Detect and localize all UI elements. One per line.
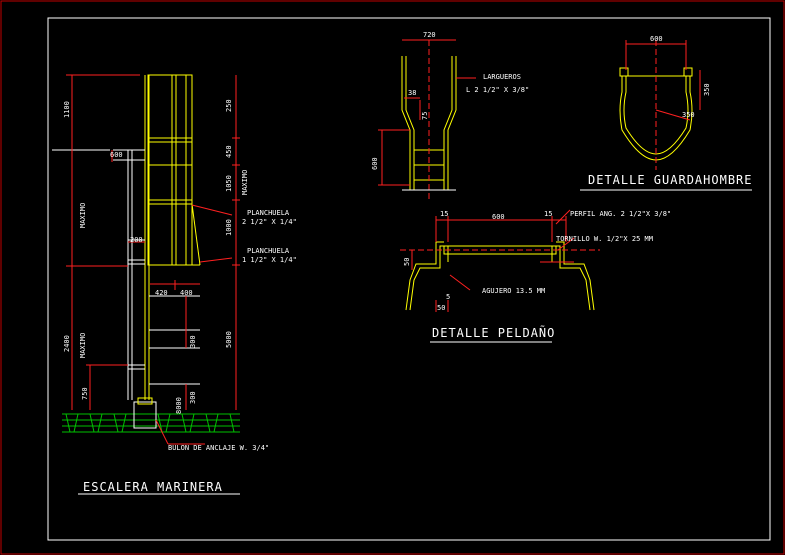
dim-300-upper: 300	[189, 335, 197, 348]
dim-420: 420	[155, 289, 168, 297]
dim-guard-350: 350	[703, 83, 711, 96]
guard-detail	[580, 40, 752, 191]
dim-600-left: 600	[110, 151, 123, 159]
dim-1100: 1100	[63, 101, 71, 118]
dim-rung-5: 5	[446, 293, 451, 301]
ladder-top-detail	[378, 39, 476, 200]
dim-75: 75	[421, 111, 429, 120]
ground-hatch	[62, 413, 240, 433]
note-planchuela-b: PLANCHUELA	[247, 247, 290, 255]
dim-450: 450	[225, 145, 233, 158]
title-escalera-marinera: ESCALERA MARINERA	[83, 480, 223, 494]
dim-38: 38	[408, 89, 417, 97]
dim-rung-600: 600	[492, 213, 505, 221]
dim-rung-50-vert: 50	[403, 257, 411, 266]
title-detalle-peldano: DETALLE PELDAÑO	[432, 326, 556, 340]
dim-rung-50: 50	[437, 304, 446, 312]
anchor-base	[133, 401, 157, 429]
ladder-rails	[144, 74, 201, 400]
dim-2400: 2400	[63, 335, 71, 352]
dim-750: 750	[81, 387, 89, 400]
note-perfil: PERFIL ANG. 2 1/2"X 3/8"	[570, 210, 672, 218]
dim-600-var: 600	[371, 157, 379, 170]
dim-8000: 8000	[175, 397, 183, 414]
label-maximo-upper-left: MAXIMO	[79, 202, 87, 228]
dim-1050: 1050	[225, 175, 233, 192]
dim-250: 250	[225, 99, 233, 112]
ladder-elevation	[52, 74, 240, 445]
note-planchuela-a: PLANCHUELA	[247, 209, 290, 217]
note-tornillo: TORNILLO W. 1/2"X 25 MM	[556, 235, 653, 243]
label-maximo-lower-left: MAXIMO	[79, 332, 87, 358]
note-bulon-anclaje: BULON DE ANCLAJE W. 3/4"	[168, 444, 270, 452]
dim-5000: 5000	[225, 331, 233, 348]
note-largueros-size: L 2 1/2" X 3/8"	[466, 86, 530, 94]
dim-rung-15-right: 15	[544, 210, 553, 218]
dim-400: 400	[180, 289, 193, 297]
dim-720: 720	[423, 31, 436, 39]
dim-guard-radius: 350	[682, 111, 695, 119]
note-planchuela-b-size: 1 1/2" X 1/4"	[242, 256, 297, 264]
dim-1000: 1000	[225, 219, 233, 236]
note-agujero: AGUJERO 13.5 MM	[482, 287, 546, 295]
note-largueros: LARGUEROS	[483, 73, 521, 81]
dim-guard-600: 600	[650, 35, 663, 43]
note-planchuela-a-size: 2 1/2" X 1/4"	[242, 218, 297, 226]
title-detalle-guardahombre: DETALLE GUARDAHOMBRE	[588, 173, 753, 187]
rung-detail	[400, 209, 600, 343]
dim-300-lower: 300	[189, 391, 197, 404]
dim-200: 200	[130, 236, 143, 244]
drawing-border	[47, 17, 771, 541]
dim-rung-15-left: 15	[440, 210, 449, 218]
label-maximo-right: MAXIMO	[241, 169, 249, 195]
